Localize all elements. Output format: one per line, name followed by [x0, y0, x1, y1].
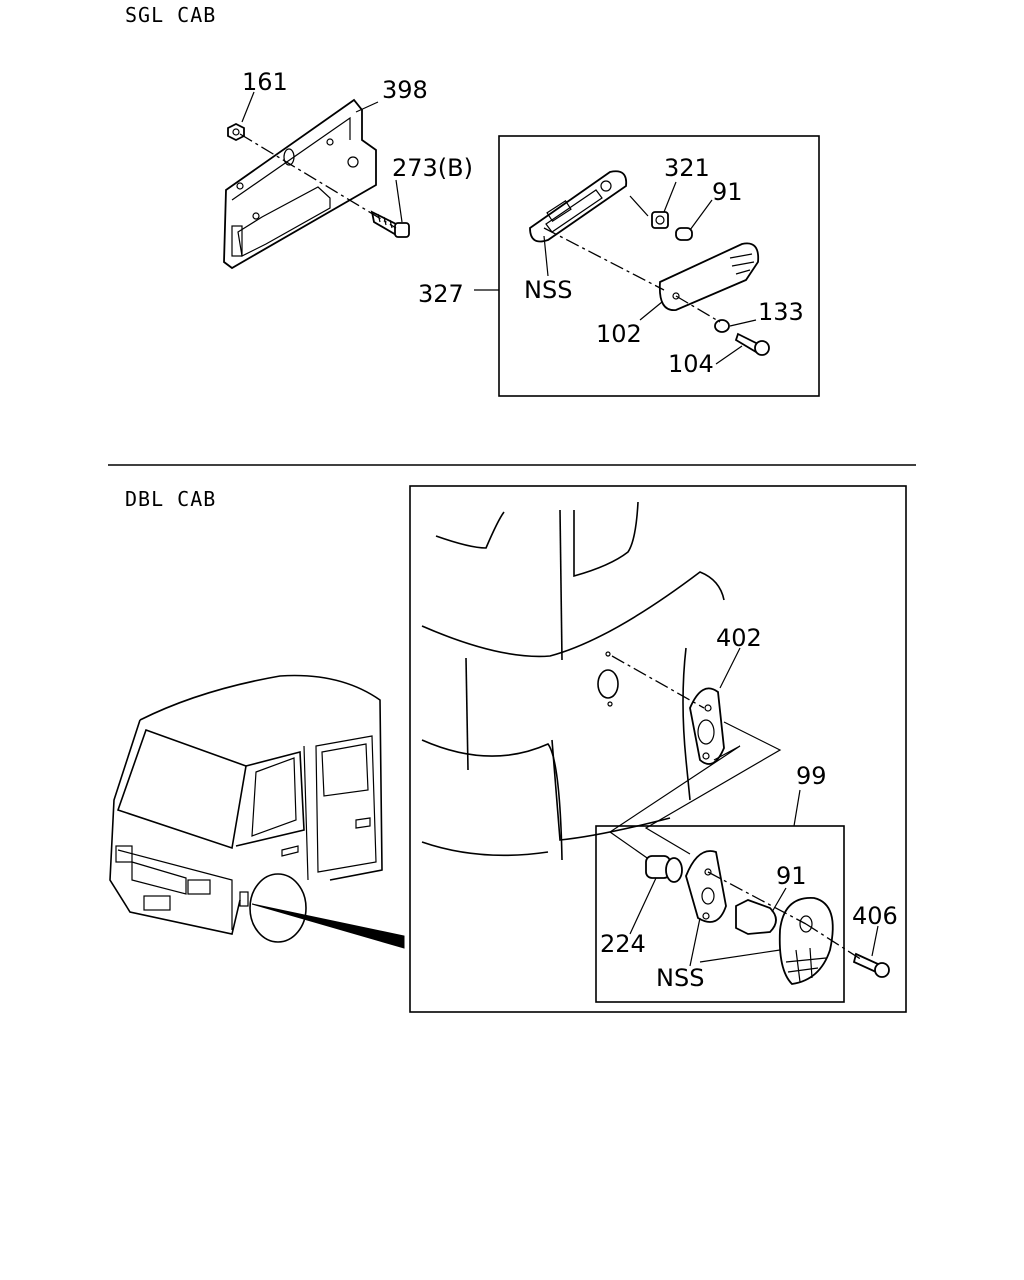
- callout-321: 321: [664, 154, 710, 182]
- assembly-line-lens-washer: [675, 295, 721, 323]
- callout-406: 406: [852, 902, 898, 930]
- screw-406-drawing: [852, 952, 890, 978]
- assembly-line-gasket-lens: [707, 871, 807, 925]
- bracket-398-drawing: [223, 98, 377, 270]
- nut-161-drawing: [227, 122, 245, 142]
- bulb-91-top-drawing: [675, 227, 693, 241]
- callout-161: 161: [242, 68, 288, 96]
- frame-detail: [409, 485, 907, 1013]
- callout-102: 102: [596, 320, 642, 348]
- gasket-402-drawing: [689, 687, 725, 765]
- lens-nss-bottom-drawing: [778, 897, 834, 985]
- section-title-single-cab: SGL CAB: [125, 3, 216, 27]
- cab-body-outline: [421, 501, 725, 861]
- callout-327: 327: [418, 280, 464, 308]
- lamp-base-plate-drawing: [529, 170, 628, 243]
- label-nss-top: NSS: [524, 276, 572, 304]
- callout-91-top: 91: [712, 178, 743, 206]
- callout-224: 224: [600, 930, 646, 958]
- frame-99: [595, 825, 845, 1003]
- socket-321-drawing: [629, 195, 669, 229]
- callout-104: 104: [668, 350, 714, 378]
- socket-224-drawing: [645, 855, 683, 883]
- assembly-line-402: [611, 655, 705, 709]
- screw-104-drawing: [734, 332, 770, 356]
- assembly-line-lens-screw: [805, 923, 863, 961]
- callout-273b: 273(B): [392, 154, 473, 182]
- bulb-91-bottom-drawing: [735, 899, 777, 935]
- callout-402: 402: [716, 624, 762, 652]
- gasket-nss-drawing: [685, 850, 727, 923]
- frame-327: [498, 135, 820, 397]
- callout-133: 133: [758, 298, 804, 326]
- section-title-double-cab: DBL CAB: [125, 487, 216, 511]
- label-nss-bottom: NSS: [656, 964, 704, 992]
- callout-99: 99: [796, 762, 827, 790]
- callout-398: 398: [382, 76, 428, 104]
- callout-91-bottom: 91: [776, 862, 807, 890]
- truck-drawing: [109, 674, 383, 943]
- assembly-line-plate-lens: [543, 227, 665, 291]
- washer-133-drawing: [714, 319, 730, 333]
- detail-pointer: [251, 903, 405, 949]
- assembly-line-161-273: [239, 133, 397, 229]
- lens-102-drawing: [658, 242, 760, 311]
